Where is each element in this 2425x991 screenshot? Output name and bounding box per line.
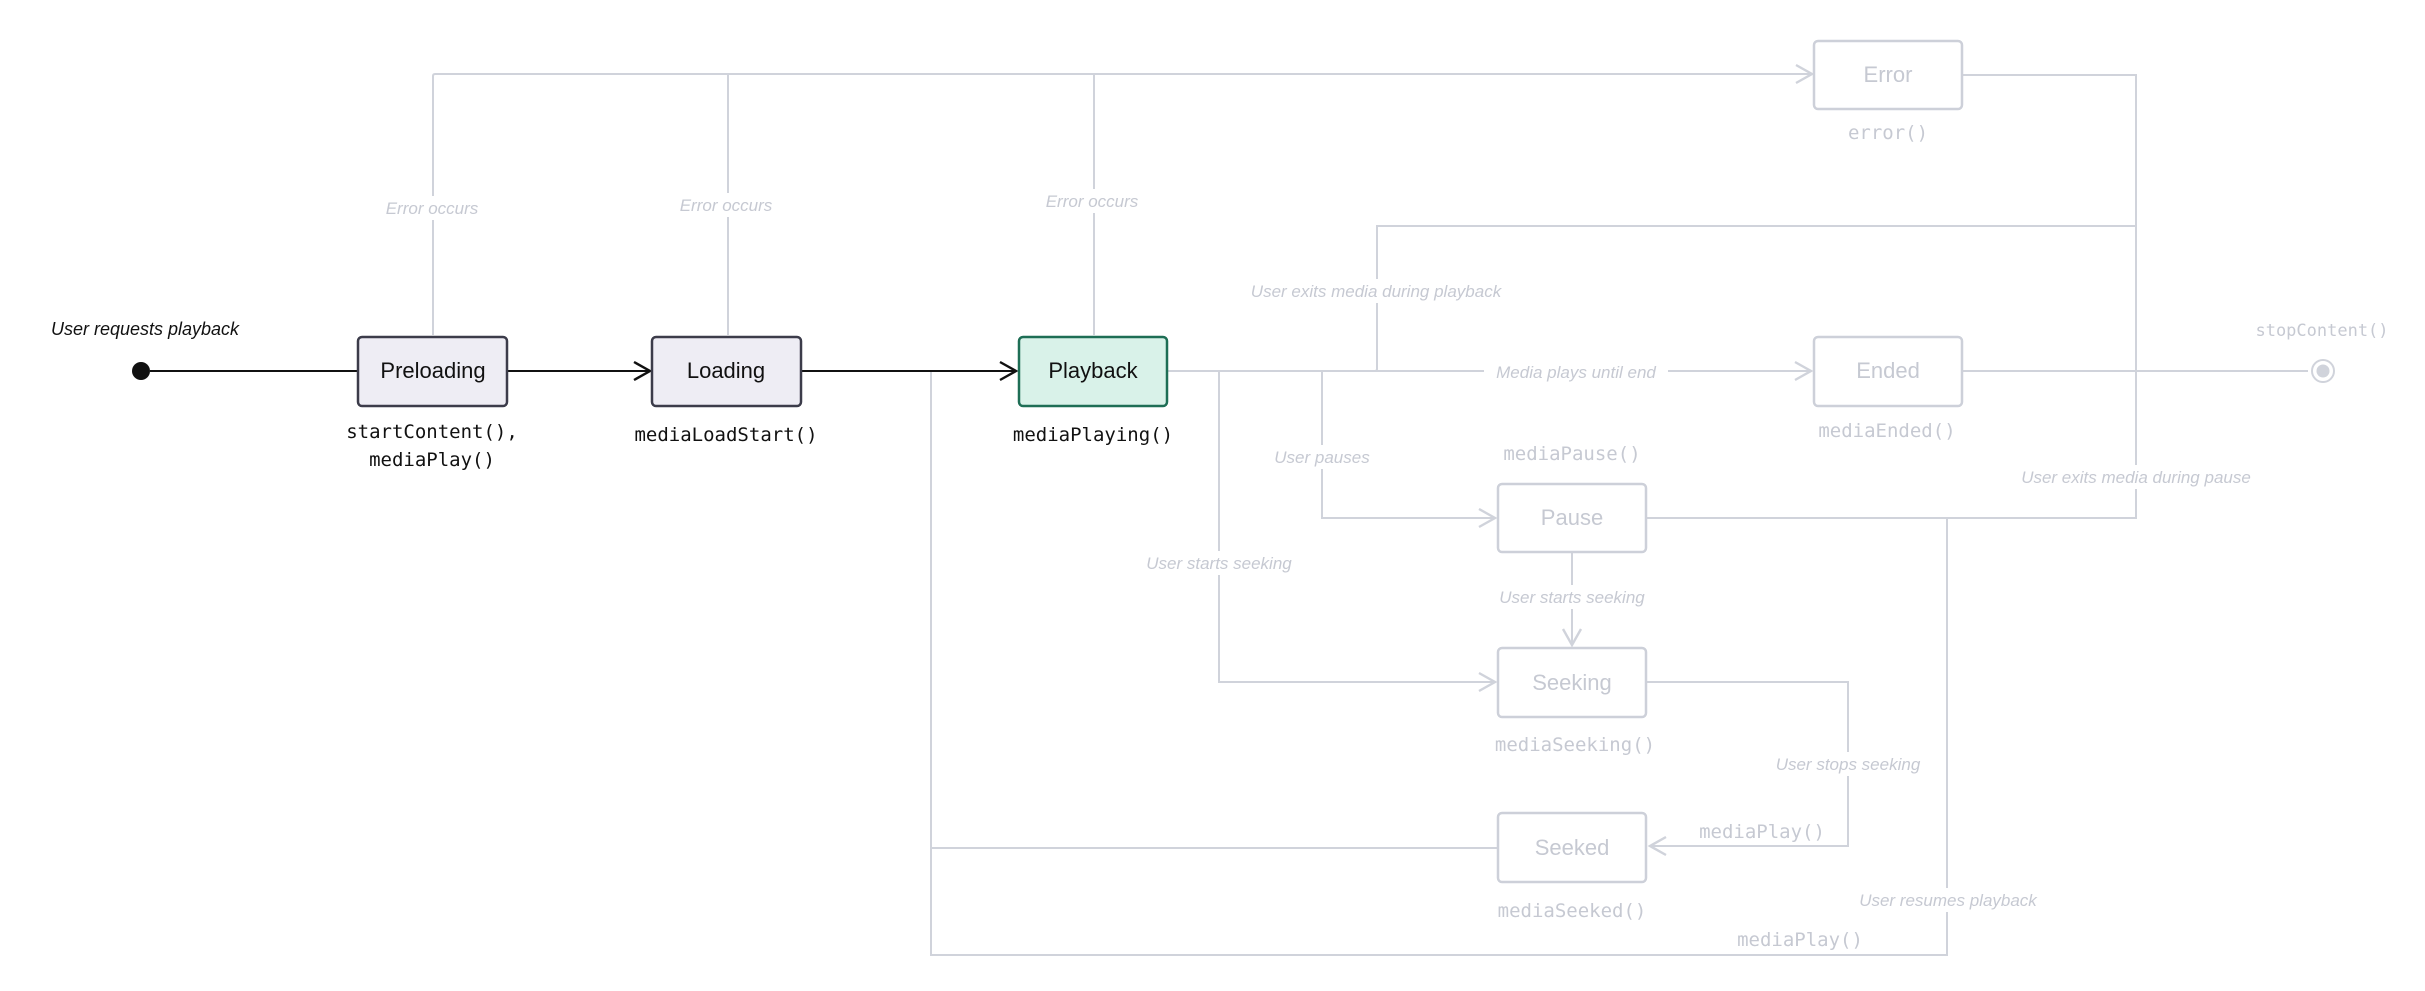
- edge-error-to-end: [1963, 74, 2137, 372]
- label-error-from-preloading: Error occurs: [378, 196, 488, 220]
- callback-playback: mediaPlaying(): [1013, 424, 1173, 446]
- svg-text:User starts seeking: User starts seeking: [1499, 588, 1645, 607]
- edge-error-from-preloading: [432, 63, 1815, 335]
- state-pause-label: Pause: [1541, 505, 1603, 530]
- state-ended-label: Ended: [1856, 358, 1920, 383]
- label-exit-during-playback: User exits media during playback: [1230, 279, 1522, 303]
- svg-text:Error occurs: Error occurs: [386, 199, 479, 218]
- svg-text:Error occurs: Error occurs: [1046, 192, 1139, 211]
- edge-user-pauses: [1321, 371, 1498, 529]
- svg-text:Media plays until end: Media plays until end: [1496, 363, 1656, 382]
- state-ended: Ended: [1812, 335, 1964, 408]
- svg-text:User resumes playback: User resumes playback: [1859, 891, 2038, 910]
- state-error-label: Error: [1864, 62, 1913, 87]
- end-label: stopContent(): [2255, 321, 2388, 341]
- start-label: User requests playback: [51, 319, 240, 339]
- label-seeking-from-playback: User starts seeking: [1134, 551, 1304, 575]
- state-seeking-label: Seeking: [1532, 670, 1612, 695]
- start-node: [132, 362, 150, 380]
- label-seeking-from-pause: User starts seeking: [1488, 585, 1658, 609]
- edge-seeking-from-playback: [1218, 371, 1498, 693]
- callback-pause: mediaPause(): [1503, 443, 1640, 465]
- label-exit-during-pause: User exits media during pause: [2005, 465, 2267, 489]
- label-user-pauses: User pauses: [1266, 445, 1378, 469]
- active-connectors: [132, 360, 1019, 382]
- label-resumes-playback: User resumes playback: [1849, 888, 2047, 912]
- state-seeked-label: Seeked: [1535, 835, 1610, 860]
- svg-text:User exits media during pause: User exits media during pause: [2021, 468, 2251, 487]
- callback-resumes-playback: mediaPlay(): [1737, 929, 1863, 951]
- transition-labels: User requests playback Error occurs Erro…: [51, 189, 2267, 912]
- state-loading: Loading: [650, 335, 803, 408]
- label-stops-seeking: User stops seeking: [1767, 752, 1929, 776]
- label-error-from-playback: Error occurs: [1038, 189, 1148, 213]
- svg-text:User exits media during playba: User exits media during playback: [1251, 282, 1503, 301]
- edge-left-trunk: [930, 371, 1948, 956]
- state-error: Error: [1812, 39, 1964, 111]
- end-node: [2311, 359, 2335, 383]
- state-preloading: Preloading: [356, 335, 509, 408]
- state-pause: Pause: [1496, 482, 1648, 554]
- state-seeking: Seeking: [1496, 646, 1648, 719]
- svg-text:User stops seeking: User stops seeking: [1776, 755, 1921, 774]
- callback-loading: mediaLoadStart(): [634, 424, 817, 446]
- state-playback-label: Playback: [1048, 358, 1138, 383]
- svg-text:User starts seeking: User starts seeking: [1146, 554, 1292, 573]
- state-playback: Playback: [1017, 335, 1169, 408]
- callback-ended: mediaEnded(): [1818, 420, 1955, 442]
- callback-error: error(): [1848, 122, 1928, 144]
- edge-exit-during-pause: [1646, 372, 2137, 519]
- callback-stops-seeking: mediaPlay(): [1699, 821, 1825, 843]
- callback-labels: startContent(), mediaPlay() mediaLoadSta…: [346, 122, 2388, 951]
- svg-text:User pauses: User pauses: [1274, 448, 1370, 467]
- state-seeked: Seeked: [1496, 811, 1648, 884]
- callback-seeked: mediaSeeked(): [1498, 900, 1647, 922]
- callback-preloading-line1: startContent(),: [346, 421, 518, 443]
- svg-text:Error occurs: Error occurs: [680, 196, 773, 215]
- label-error-from-loading: Error occurs: [673, 193, 783, 217]
- state-preloading-label: Preloading: [380, 358, 485, 383]
- label-plays-until-end: Media plays until end: [1484, 360, 1668, 384]
- state-loading-label: Loading: [687, 358, 765, 383]
- callback-preloading-line2: mediaPlay(): [369, 449, 495, 471]
- callback-seeking: mediaSeeking(): [1495, 734, 1655, 756]
